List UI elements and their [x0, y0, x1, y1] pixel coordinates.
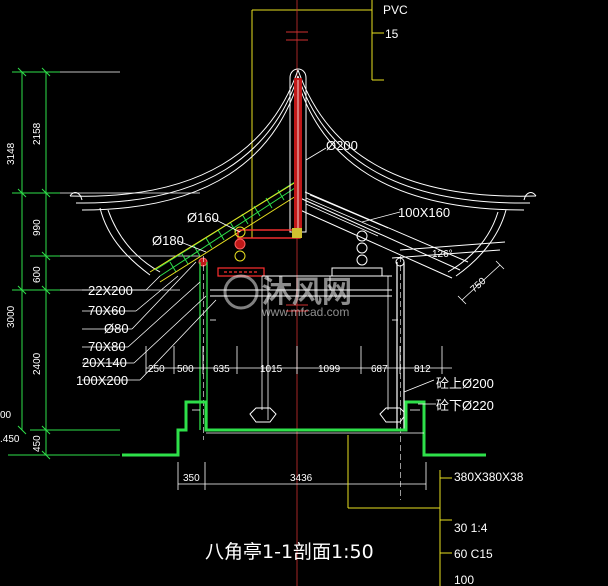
dim-990: 990: [32, 219, 43, 236]
beam-joint: [292, 228, 302, 238]
lintel-right: [210, 267, 392, 297]
dim-2400: 2400: [32, 352, 43, 375]
member-labels: 22X200 70X60 Ø80 70X80 20X140 100X200: [76, 283, 133, 388]
label-100x160: 100X160: [398, 205, 450, 220]
roof-label-leaders: [177, 147, 401, 253]
dim-500: 500: [177, 364, 194, 375]
left-dimension-lines: [8, 67, 120, 460]
label-d200: Ø200: [326, 138, 358, 153]
note-layer-100: 100: [454, 573, 474, 586]
dim-3436: 3436: [290, 473, 313, 484]
dim-350: 350: [183, 473, 200, 484]
member-leaders: [82, 261, 217, 381]
platform-outline: [122, 400, 486, 457]
dim-2158: 2158: [32, 122, 43, 145]
watermark-text: 沐风网: [262, 275, 352, 310]
dim-3000: 3000: [6, 305, 17, 328]
dim-250: 250: [148, 364, 165, 375]
watermark-logo-icon: [223, 274, 259, 310]
label-126-deg: 126°: [432, 249, 453, 260]
dim-635: 635: [213, 364, 230, 375]
king-post: [289, 68, 307, 233]
label-d160: Ø160: [187, 210, 219, 225]
watermark: 沐风网 www.mfcad.com: [223, 274, 352, 319]
roof-hatching: [305, 194, 389, 237]
pvc-leader: [251, 0, 384, 238]
inner-posts: [210, 276, 398, 420]
column-label-leaders: [403, 379, 436, 405]
watermark-url: www.mfcad.com: [261, 305, 349, 319]
label-pvc: PVC: [383, 3, 408, 17]
edge-label-450: .450: [0, 434, 20, 445]
note-layer-30: 30 1:4: [454, 521, 488, 535]
note-layer-60: 60 C15: [454, 547, 493, 561]
label-d180: Ø180: [152, 233, 184, 248]
label-d80: Ø80: [104, 321, 129, 336]
rafter-ties: [149, 181, 297, 283]
label-col-top: 砼上Ø200: [436, 376, 494, 391]
label-70x80: 70X80: [88, 339, 126, 354]
dim-600: 600: [32, 266, 43, 283]
dim-1015: 1015: [260, 364, 283, 375]
bottom-dimension-line: [145, 346, 452, 490]
dim-750-line: [457, 260, 505, 305]
label-22x200: 22X200: [88, 283, 133, 298]
drawing-title: 八角亭1-1剖面1:50: [205, 541, 374, 563]
dim-450: 450: [32, 435, 43, 452]
label-15: 15: [385, 27, 399, 41]
bottom-dim-values: 250 500 635 1015 1099 687 812: [148, 364, 431, 375]
label-70x60: 70X60: [88, 303, 126, 318]
dim-1099: 1099: [318, 364, 341, 375]
platform-inner: [192, 409, 424, 434]
label-col-bottom: 砼下Ø220: [436, 398, 494, 413]
note-base-plate: 380X380X38: [454, 470, 524, 484]
foundation-leader: [347, 435, 452, 586]
hanging-posts: [198, 226, 405, 267]
dim-812: 812: [414, 364, 431, 375]
dim-687: 687: [371, 364, 388, 375]
right-column: [396, 256, 405, 500]
edge-label-00: 00: [0, 410, 12, 421]
dim-3148: 3148: [6, 142, 17, 165]
label-20x140: 20X140: [82, 355, 127, 370]
label-100x200: 100X200: [76, 373, 128, 388]
